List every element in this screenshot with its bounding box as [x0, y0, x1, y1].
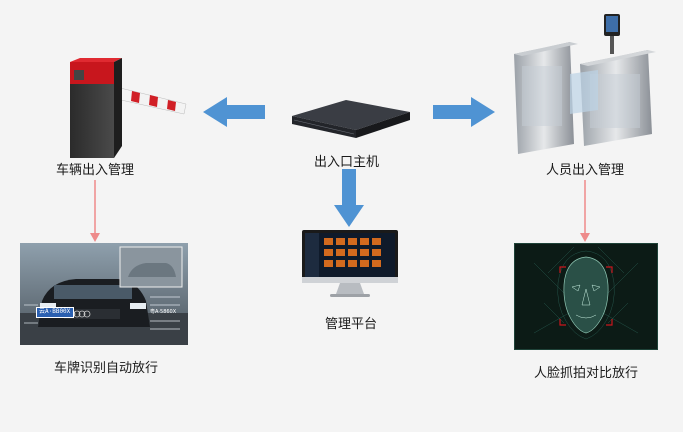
label-plate-recognition: 车牌识别自动放行 — [54, 361, 159, 376]
plate-box — [36, 307, 74, 318]
arrow-vehicle-to-plate — [90, 180, 100, 242]
arrow-personnel-to-face — [580, 180, 590, 242]
barrier-gate-image — [70, 58, 187, 158]
arrow-host-to-personnel — [433, 97, 495, 127]
label-host: 出入口主机 — [314, 155, 380, 170]
face-capture-image — [514, 243, 658, 350]
platform-monitor-image — [302, 230, 398, 297]
host-device-image — [292, 100, 410, 138]
car-scene-image — [20, 243, 188, 345]
label-personnel-management: 人员出入管理 — [546, 163, 625, 178]
label-platform: 管理平台 — [325, 317, 378, 332]
label-face-capture: 人脸抓拍对比放行 — [534, 366, 639, 381]
turnstile-image — [514, 14, 656, 154]
plate-text: 云A·BB00X — [39, 308, 71, 315]
label-vehicle-management: 车辆出入管理 — [56, 163, 135, 178]
plate-recognition-panel: 云A·BB00X 粤A·5860X — [20, 243, 188, 345]
plate-value: 粤A·5860X — [150, 309, 177, 315]
arrow-host-to-platform — [334, 169, 364, 227]
arrow-host-to-vehicle — [203, 97, 265, 127]
